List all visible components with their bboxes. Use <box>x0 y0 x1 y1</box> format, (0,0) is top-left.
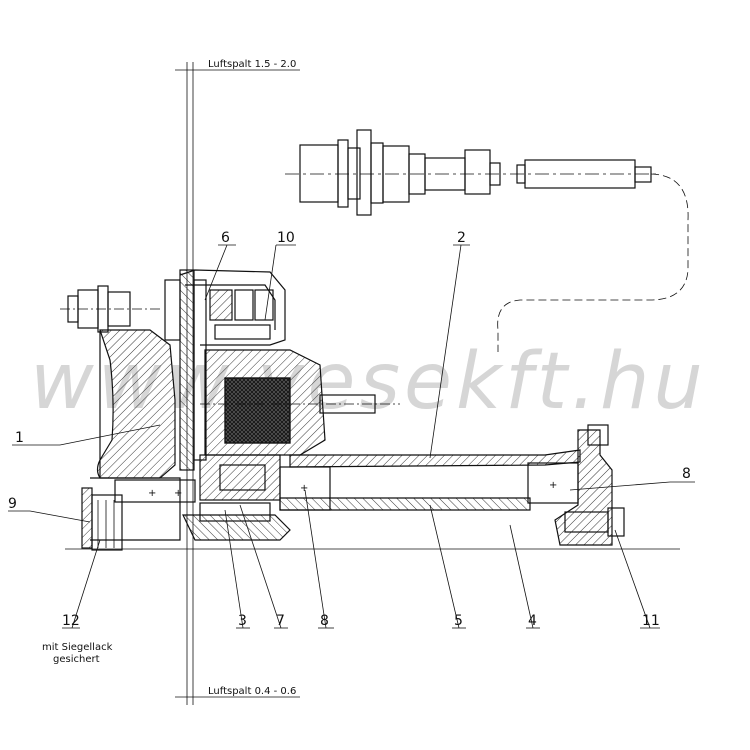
label-part-4: 4 <box>528 613 537 629</box>
coil-winding <box>224 377 291 444</box>
seal-note-line-1: mit Siegellack <box>42 642 113 653</box>
svg-text:+: + <box>148 488 156 499</box>
cover-part-6 <box>179 269 286 346</box>
screw-part-11 <box>564 507 625 537</box>
gear-parts-9-12 <box>81 487 123 551</box>
label-part-6: 6 <box>221 230 230 246</box>
svg-text:+: + <box>174 488 182 499</box>
svg-text:+: + <box>300 483 308 494</box>
upper-bolt <box>60 285 160 333</box>
seal-note-line-2: gesichert <box>53 654 100 665</box>
air-gap-bottom-note: Luftspalt 0.4 - 0.6 <box>208 686 296 697</box>
air-gap-top-note: Luftspalt 1.5 - 2.0 <box>208 59 296 70</box>
label-part-5: 5 <box>454 613 463 629</box>
label-part-8-lower: 8 <box>320 613 329 629</box>
leader-lines <box>8 244 695 629</box>
label-part-7: 7 <box>276 613 285 629</box>
hub-parts-3-7 <box>182 454 291 541</box>
coil-housing <box>200 349 400 456</box>
label-part-10: 10 <box>277 230 295 246</box>
sensor-connector <box>285 129 689 352</box>
label-part-9: 9 <box>8 496 17 512</box>
label-part-2: 2 <box>457 230 466 246</box>
label-part-3: 3 <box>238 613 247 629</box>
end-flange-part-4 <box>554 429 613 546</box>
label-part-1: 1 <box>15 430 24 446</box>
shaft-part-5 <box>279 497 531 511</box>
label-part-12: 12 <box>62 613 80 629</box>
pole-wheel <box>164 269 207 471</box>
svg-text:+: + <box>549 480 557 491</box>
tube-part-2 <box>289 449 581 468</box>
lower-bearing-left <box>114 479 196 503</box>
label-part-8-right: 8 <box>682 466 691 482</box>
label-part-11: 11 <box>642 613 660 629</box>
